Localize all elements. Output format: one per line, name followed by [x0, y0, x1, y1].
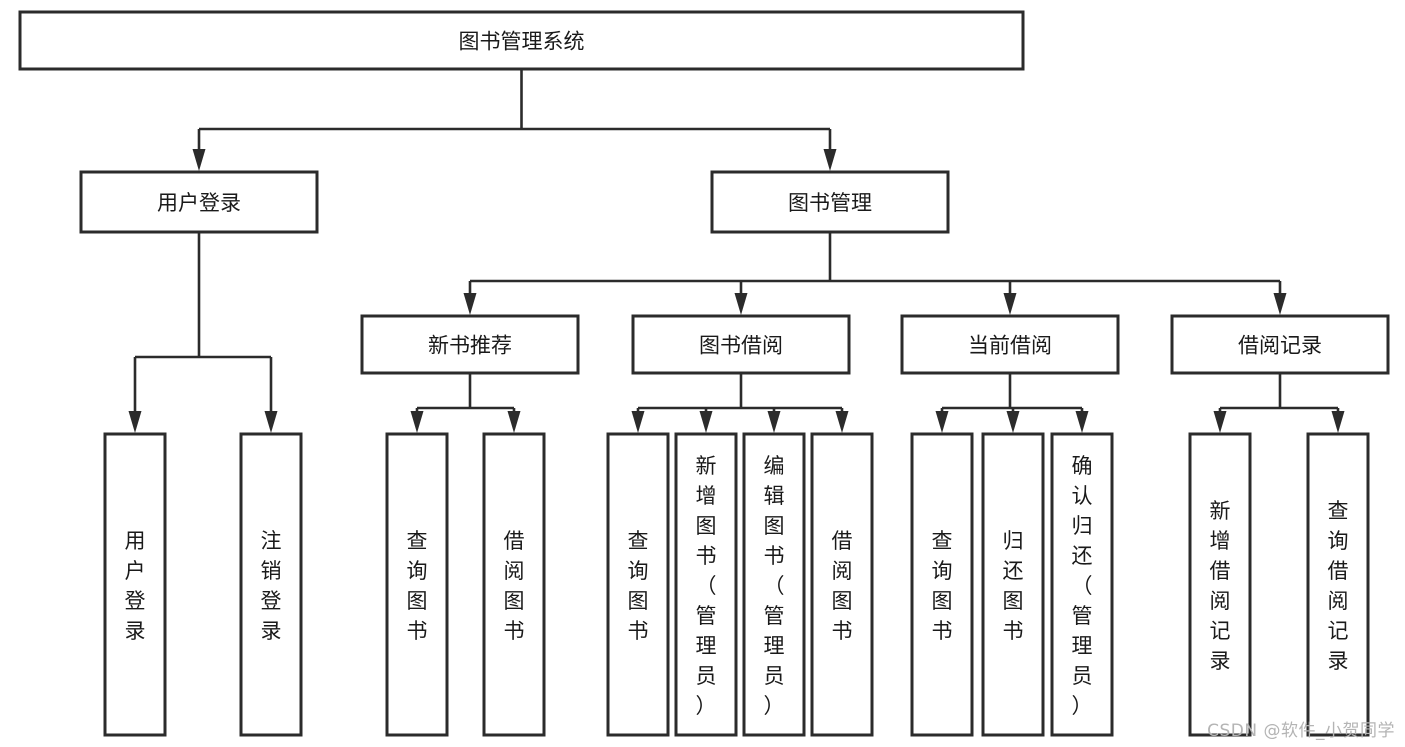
node-label: 编辑图书（管理员）	[764, 454, 785, 718]
node-leaf-query-book-2[interactable]: 查询图书	[606, 432, 670, 737]
node-label: 查询图书	[628, 529, 649, 643]
connector-group	[192, 69, 837, 171]
connector-layer	[128, 69, 1345, 433]
node-leaf-add-book[interactable]: 新增图书（管理员）	[674, 432, 738, 737]
watermark-text: CSDN @软件_小贺同学	[1207, 721, 1395, 741]
node-current-borrow[interactable]: 当前借阅	[900, 314, 1120, 375]
node-borrow-record[interactable]: 借阅记录	[1170, 314, 1390, 375]
node-label: 借阅图书	[504, 529, 525, 643]
node-leaf-query-book-3[interactable]: 查询图书	[910, 432, 974, 737]
node-label: 新书推荐	[428, 334, 512, 358]
connector-group	[631, 373, 849, 433]
node-leaf-borrow-book-2[interactable]: 借阅图书	[810, 432, 874, 737]
node-label: 用户登录	[125, 529, 146, 643]
connector-group	[410, 373, 521, 433]
node-new-book-rec[interactable]: 新书推荐	[360, 314, 580, 375]
node-leaf-borrow-book-1[interactable]: 借阅图书	[482, 432, 546, 737]
node-label: 借阅记录	[1238, 334, 1322, 358]
connector-group	[128, 232, 278, 433]
node-book-borrow[interactable]: 图书借阅	[631, 314, 851, 375]
node-label: 借阅图书	[832, 529, 853, 643]
node-label: 新增借阅记录	[1210, 499, 1231, 673]
connector-group	[935, 373, 1089, 433]
node-label: 图书借阅	[699, 334, 783, 358]
node-label: 确认归还（管理员）	[1072, 454, 1093, 718]
node-leaf-user-logout[interactable]: 注销登录	[239, 432, 303, 737]
node-label: 查询借阅记录	[1328, 499, 1349, 673]
node-label: 注销登录	[261, 529, 282, 643]
node-label: 图书管理系统	[459, 30, 585, 54]
node-label: 查询图书	[932, 529, 953, 643]
connector-group	[463, 232, 1287, 315]
node-label: 新增图书（管理员）	[696, 454, 717, 718]
node-leaf-return-book[interactable]: 归还图书	[981, 432, 1045, 737]
node-label: 图书管理	[788, 191, 872, 215]
node-leaf-add-record[interactable]: 新增借阅记录	[1188, 432, 1252, 737]
node-label: 用户登录	[157, 191, 241, 215]
node-layer: 图书管理系统用户登录图书管理新书推荐图书借阅当前借阅借阅记录用户登录注销登录查询…	[18, 10, 1390, 737]
node-user-login[interactable]: 用户登录	[79, 170, 319, 234]
node-book-manage[interactable]: 图书管理	[710, 170, 950, 234]
node-label: 查询图书	[407, 529, 428, 643]
node-root[interactable]: 图书管理系统	[18, 10, 1025, 71]
node-label: 归还图书	[1003, 529, 1024, 643]
node-leaf-user-login[interactable]: 用户登录	[103, 432, 167, 737]
node-leaf-confirm-return[interactable]: 确认归还（管理员）	[1050, 432, 1114, 737]
node-leaf-query-book-1[interactable]: 查询图书	[385, 432, 449, 737]
node-label: 当前借阅	[968, 334, 1052, 358]
connector-group	[1213, 373, 1345, 433]
node-leaf-edit-book[interactable]: 编辑图书（管理员）	[742, 432, 806, 737]
node-leaf-query-record[interactable]: 查询借阅记录	[1306, 432, 1370, 737]
